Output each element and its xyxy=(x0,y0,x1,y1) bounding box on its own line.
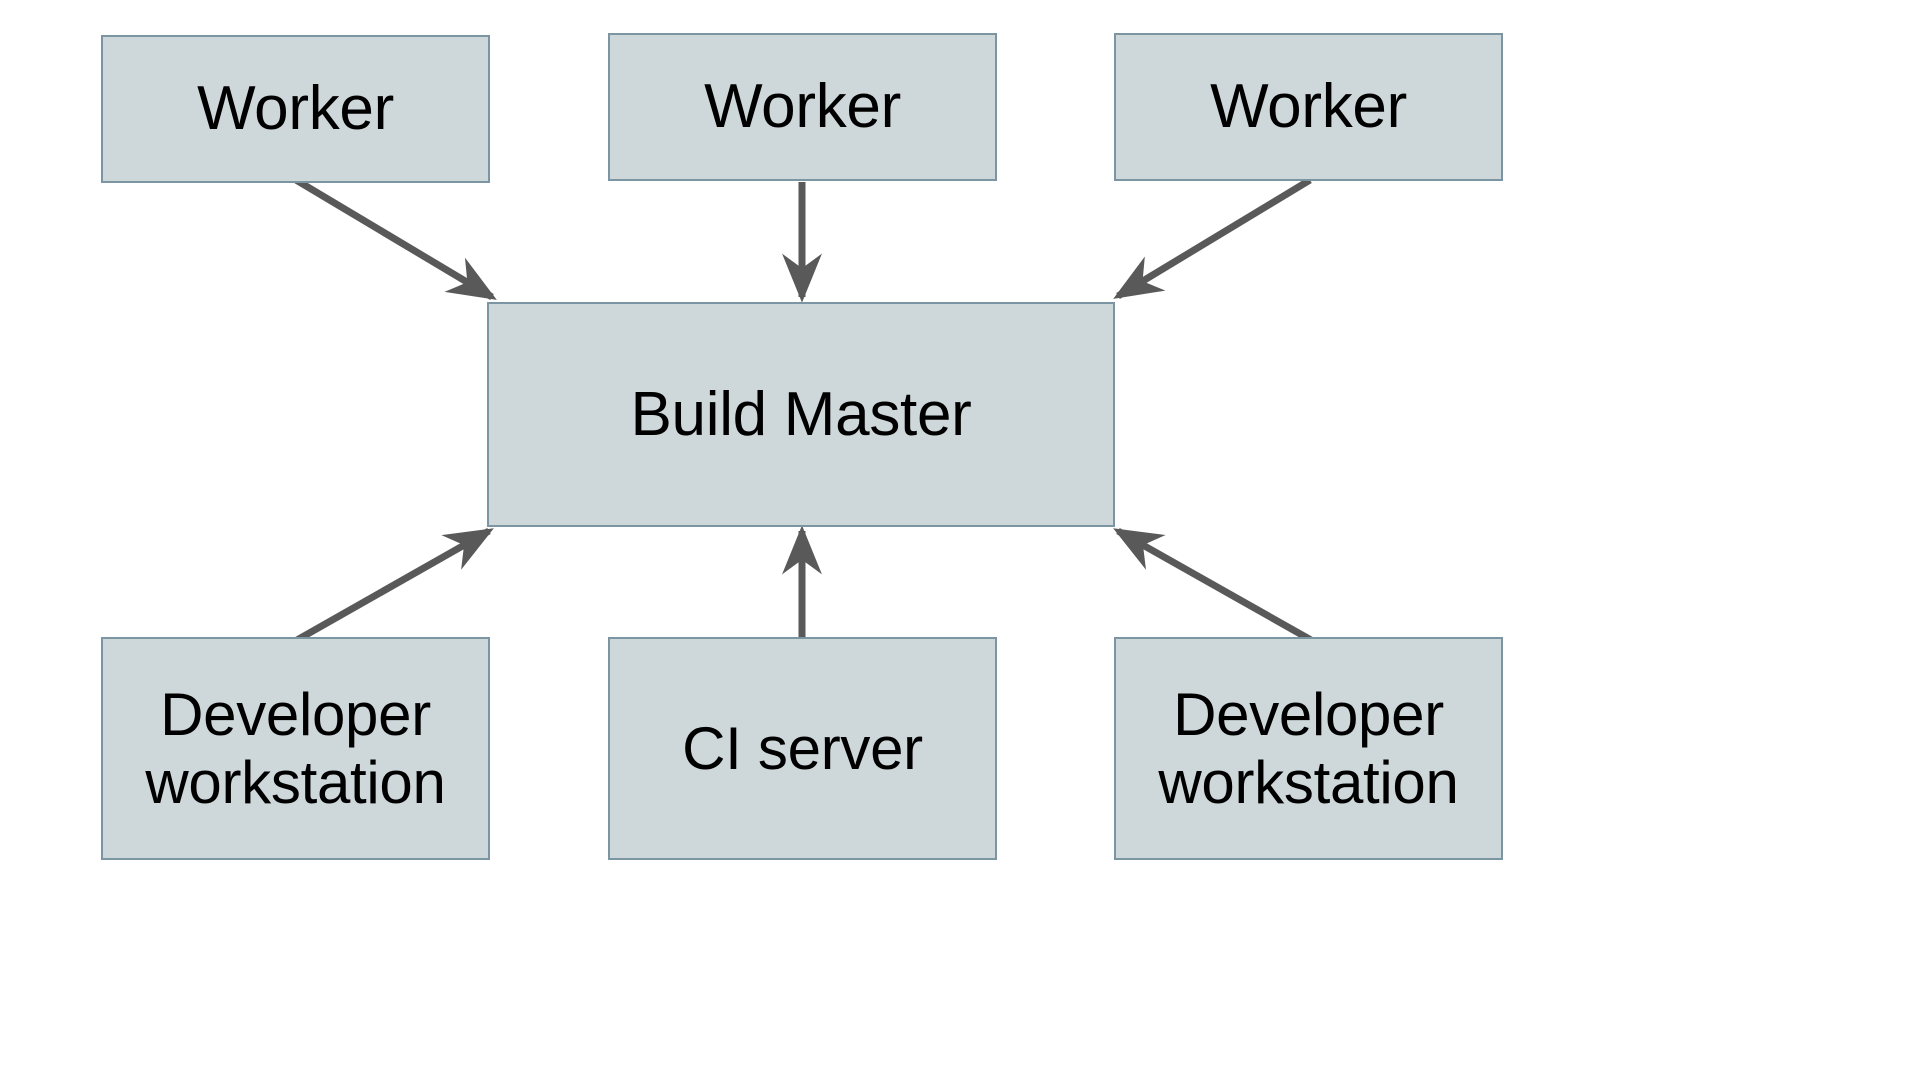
node-worker-center[interactable]: Worker xyxy=(608,33,997,181)
node-label: CI server xyxy=(682,714,923,782)
node-label: Build Master xyxy=(630,379,972,449)
node-label: Worker xyxy=(197,74,394,144)
node-label: Developer workstation xyxy=(145,681,446,816)
node-build-master[interactable]: Build Master xyxy=(487,302,1115,527)
node-label: Developer workstation xyxy=(1158,681,1459,816)
node-worker-left[interactable]: Worker xyxy=(101,35,490,183)
node-label: Worker xyxy=(1210,72,1407,142)
node-worker-right[interactable]: Worker xyxy=(1114,33,1503,181)
node-label: Worker xyxy=(704,72,901,142)
node-developer-workstation-right[interactable]: Developer workstation xyxy=(1114,637,1503,860)
edge-worker-right-to-master xyxy=(1113,177,1312,299)
edge-devws-right-to-master xyxy=(1113,527,1313,644)
node-developer-workstation-left[interactable]: Developer workstation xyxy=(101,637,490,860)
node-ci-server[interactable]: CI server xyxy=(608,637,997,860)
edge-devws-left-to-master xyxy=(295,527,494,644)
edge-worker-left-to-master xyxy=(294,176,497,301)
